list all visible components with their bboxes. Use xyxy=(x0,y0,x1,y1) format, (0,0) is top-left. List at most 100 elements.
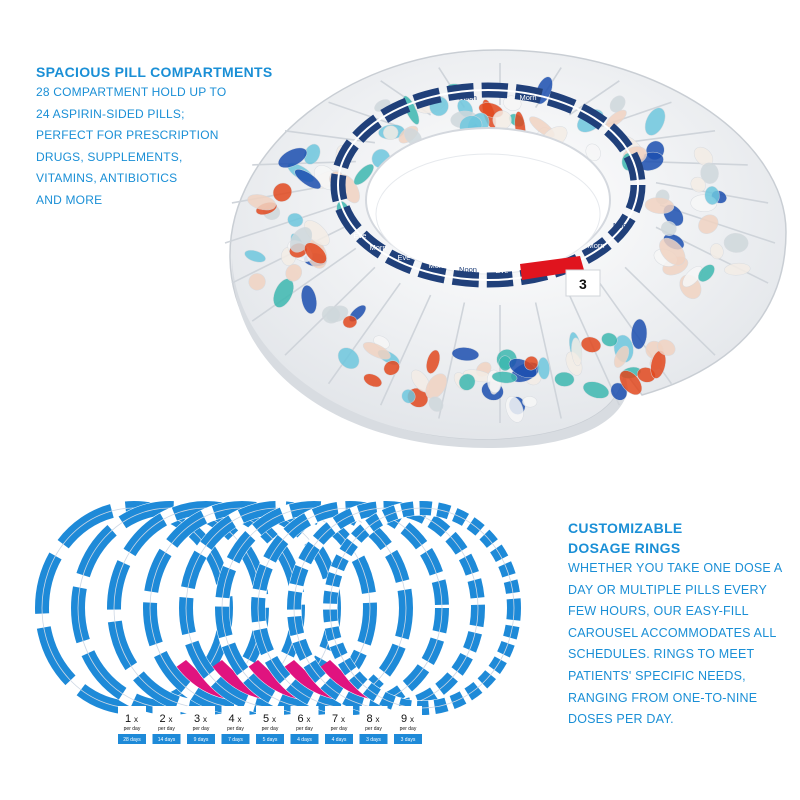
dosage-ring-outline xyxy=(41,507,227,709)
dosage-tab-card xyxy=(325,706,353,744)
pill xyxy=(582,381,610,399)
pill xyxy=(301,284,317,315)
dosage-tab-band xyxy=(221,734,250,744)
dosage-count: 7 xyxy=(332,713,338,725)
text-line: FEW HOURS, OUR EASY-FILL xyxy=(568,604,749,619)
text-line: WHETHER YOU TAKE ONE DOSE A xyxy=(568,561,783,575)
dosage-ring xyxy=(286,500,486,716)
title-line: CUSTOMIZABLE xyxy=(568,520,683,536)
dosage-ring-segments xyxy=(179,501,377,715)
dosage-ring xyxy=(34,500,234,716)
text-line: PERFECT FOR PRESCRIPTION xyxy=(36,128,219,142)
text-line: 24 ASPIRIN-SIDED PILLS; xyxy=(36,106,185,121)
current-day-marker xyxy=(520,256,584,280)
dosage-ring xyxy=(214,500,414,716)
pill xyxy=(304,242,327,265)
dosage-ring-base xyxy=(286,500,486,716)
dosage-ring-segments xyxy=(71,501,269,715)
dosage-ring xyxy=(322,500,522,716)
pill xyxy=(285,264,303,282)
dosage-ring-base xyxy=(142,500,342,716)
dosage-ring-segments xyxy=(107,501,305,715)
feature-dosage-rings-title: CUSTOMIZABLE DOSAGE RINGS xyxy=(568,518,788,558)
dosage-tab-band xyxy=(187,734,215,744)
dosage-ring-segments xyxy=(215,501,413,715)
dose-label: Noon xyxy=(459,265,477,274)
pill xyxy=(698,214,719,234)
pill xyxy=(682,266,703,288)
dosage-days: 3 days xyxy=(401,737,416,743)
feature-compartments-title: SPACIOUS PILL COMPARTMENTS xyxy=(36,64,273,80)
pill xyxy=(601,332,618,347)
pill xyxy=(247,194,277,211)
dosage-per-day: per day xyxy=(331,726,348,732)
dosage-days: 4 days xyxy=(297,737,312,743)
compartment-divider xyxy=(534,302,562,419)
dosage-unit: x xyxy=(341,715,345,724)
compartment-divider xyxy=(624,129,716,144)
dose-label: Morn xyxy=(519,93,536,102)
compartment-divider xyxy=(251,247,357,322)
dosage-tab-band xyxy=(290,734,319,744)
dose-label: Eve xyxy=(398,253,411,262)
pill xyxy=(609,95,626,113)
dosage-unit: x xyxy=(272,715,276,724)
compartment-divider xyxy=(624,266,716,356)
dosage-ring xyxy=(178,500,378,716)
pill xyxy=(554,371,575,387)
dosage-days: 9 days xyxy=(194,737,209,743)
dosage-unit: x xyxy=(376,715,380,724)
pill xyxy=(294,169,322,190)
pill xyxy=(697,264,715,282)
dosage-per-day: per day xyxy=(365,726,382,732)
text-line: CAROUSEL ACCOMMODATES ALL xyxy=(568,625,777,640)
pill xyxy=(657,339,676,356)
pill xyxy=(425,373,448,399)
dosage-ring-highlight xyxy=(172,660,228,706)
dosage-ring-highlight xyxy=(280,660,336,706)
dosage-per-day: per day xyxy=(262,726,279,732)
dose-label: Eve xyxy=(354,231,367,240)
compartment-divider xyxy=(327,282,401,385)
dosage-ring-outline xyxy=(77,507,263,709)
dosage-per-day: per day xyxy=(296,726,313,732)
pill xyxy=(277,147,308,169)
pill xyxy=(491,371,518,384)
dosage-ring-base xyxy=(70,500,270,716)
title-line: DOSAGE RINGS xyxy=(568,540,681,556)
dosage-count: 4 xyxy=(228,713,234,725)
pill xyxy=(426,349,441,374)
dosage-unit: x xyxy=(238,715,242,724)
pill xyxy=(580,336,602,353)
dosage-days: 5 days xyxy=(263,737,278,743)
compartment-divider xyxy=(224,204,341,244)
pill xyxy=(704,186,720,205)
dosage-ring-base xyxy=(250,500,450,716)
pill-carousel: Eve Morn Eve Morn Noon Eve Morn Noon Noo… xyxy=(224,49,787,448)
pill xyxy=(383,125,399,140)
pill xyxy=(337,347,360,370)
dosage-ring-outline xyxy=(257,507,443,709)
dosage-tab-card xyxy=(290,706,319,744)
pill xyxy=(248,273,266,291)
text-line: VITAMINS, ANTIBIOTICS xyxy=(36,171,178,185)
dosage-unit: x xyxy=(307,715,311,724)
text-line: SCHEDULES. RINGS TO MEET xyxy=(568,647,755,662)
dosage-tab-band xyxy=(394,734,422,744)
pill xyxy=(644,197,675,214)
pill xyxy=(287,212,304,228)
pill xyxy=(522,396,538,408)
pill xyxy=(644,107,666,136)
dosage-tab-card xyxy=(256,706,284,744)
dosage-ring-outline xyxy=(185,507,371,709)
dosage-count: 3 xyxy=(194,713,200,725)
feature-dosage-rings-text: WHETHER YOU TAKE ONE DOSE A DAY OR MULTI… xyxy=(568,558,788,731)
dosage-ring-segments xyxy=(251,501,449,715)
